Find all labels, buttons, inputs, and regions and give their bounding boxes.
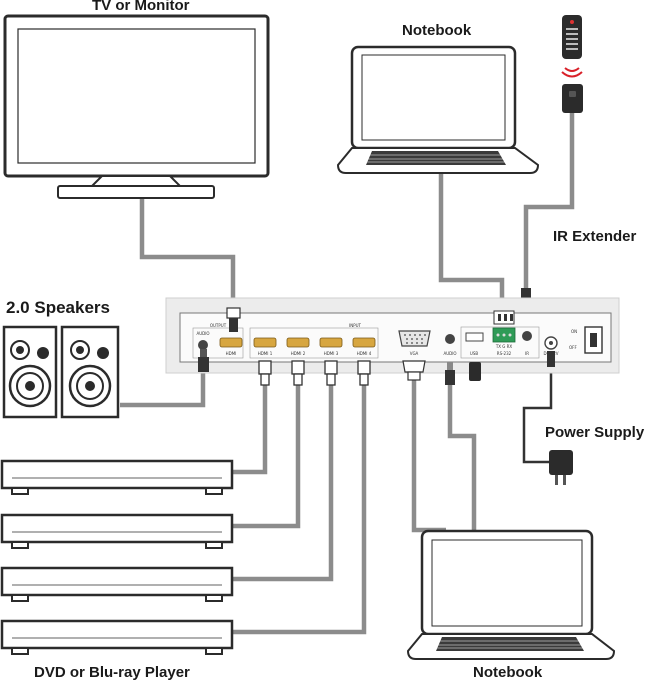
cable-hdmi4: [232, 385, 367, 635]
ir-signal-icon: [561, 67, 583, 78]
vga-label: VGA: [410, 351, 419, 356]
audio-plug-speakers: [198, 349, 209, 372]
input-group-label: INPUT: [349, 323, 362, 328]
hdmi1-label: HDMI 1: [258, 351, 273, 356]
cable-tv-hdmi: [139, 198, 236, 310]
hdmi1-port: [253, 337, 277, 348]
tx-rx-label: TX G RX: [495, 344, 513, 349]
dc-plug: [547, 351, 555, 367]
vga-port: [398, 330, 431, 347]
cable-power: [522, 365, 553, 464]
audio-out-label: AUDIO: [196, 331, 209, 336]
cable-notebook-rs232: [438, 173, 505, 312]
hdmi2-port: [286, 337, 310, 348]
dvd-player-1: [0, 459, 234, 495]
usb-port: [465, 332, 484, 342]
tv-monitor-label: TV or Monitor: [92, 0, 190, 14]
usb-label: USB: [470, 351, 478, 356]
power-adapter: [549, 450, 573, 485]
ir-label: IR: [525, 351, 529, 356]
output-group-label: OUTPUT: [210, 323, 227, 328]
audio-in-port: [445, 334, 455, 344]
dvd-player-3: [0, 566, 234, 602]
audio-out-port: [198, 340, 208, 350]
power-supply-label: Power Supply: [545, 424, 645, 441]
vga-plug: [402, 360, 426, 381]
hdmi-out-port: [219, 337, 243, 348]
notebook-bottom-label: Notebook: [473, 664, 543, 681]
switcher-panel: OUTPUT AUDIO HDMI INPUT HDMI 1 HDMI 2 HD…: [165, 297, 620, 374]
cable-vga: [411, 380, 446, 533]
hdmi4-label: HDMI 4: [357, 351, 372, 356]
rs232-label: RS-232: [497, 351, 512, 356]
speaker-right: [60, 325, 120, 419]
cable-hdmi3: [232, 385, 334, 582]
hdmi-input-plugs: [258, 360, 371, 386]
notebook-top: [336, 45, 540, 174]
ir-extender-label: IR Extender: [553, 228, 637, 245]
cable-hdmi2: [232, 385, 301, 529]
dvd-player-label: DVD or Blu-ray Player: [34, 664, 190, 681]
audio-plug-in: [445, 362, 455, 385]
speaker-left: [2, 325, 58, 419]
hdmi4-port: [352, 337, 376, 348]
remote-control: [562, 15, 582, 59]
cable-audio-in: [447, 385, 477, 530]
cable-speakers-audio: [120, 372, 206, 408]
audio-in-label: AUDIO: [443, 351, 456, 356]
hdmi-out-plug: [226, 307, 241, 332]
notebook-top-label: Notebook: [402, 22, 472, 39]
tv-monitor: [3, 14, 270, 199]
cable-hdmi1: [232, 385, 268, 475]
on-label: ON: [571, 329, 577, 334]
cable-ir-extender: [523, 113, 575, 290]
hdmi2-label: HDMI 2: [291, 351, 306, 356]
rs232-plug: [493, 310, 515, 325]
off-label: OFF: [569, 345, 577, 350]
ir-extender-device: [562, 84, 583, 113]
ir-port: [522, 331, 532, 341]
dvd-player-2: [0, 513, 234, 549]
usb-cable-plug: [469, 362, 481, 381]
dvd-player-4: [0, 619, 234, 655]
hdmi3-label: HDMI 3: [324, 351, 339, 356]
hdmi3-port: [319, 337, 343, 348]
hdmi-out-label: HDMI: [226, 351, 237, 356]
notebook-bottom: [406, 529, 616, 660]
speakers-label: 2.0 Speakers: [6, 298, 110, 317]
cables: [120, 113, 575, 635]
